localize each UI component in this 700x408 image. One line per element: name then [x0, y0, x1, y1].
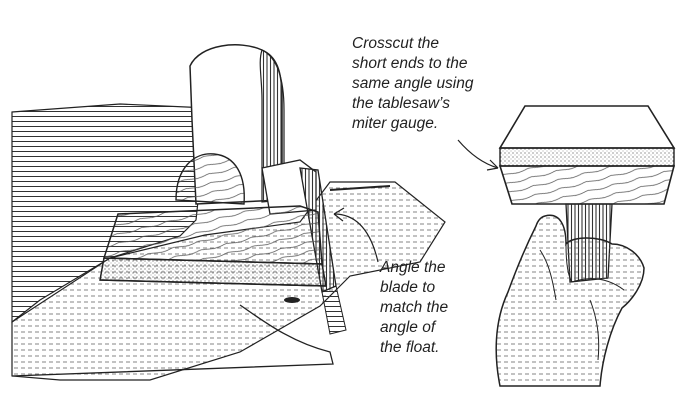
- miter-gauge-post: [321, 285, 347, 335]
- hand: [495, 214, 645, 387]
- arrowhead-blade: [333, 207, 345, 222]
- saw-blade: [175, 153, 245, 205]
- float-block-pad: [499, 147, 675, 167]
- float-block-body: [498, 165, 676, 205]
- hand-scene: [495, 105, 676, 387]
- arrowhead-block: [486, 159, 499, 171]
- hand-finger-creases: [539, 243, 625, 361]
- caption-crosscut: Crosscut the short ends to the same angl…: [352, 35, 474, 132]
- leader-arrow-blade: [333, 213, 379, 263]
- caption-angle-blade: Angle the blade to match the angle of th…: [380, 259, 449, 356]
- leader-arrow-block: [457, 139, 499, 169]
- tablesaw-scene: [11, 44, 446, 381]
- table-knob: [284, 297, 300, 303]
- miter-slot: [329, 185, 391, 191]
- table-front-edge: [11, 304, 334, 377]
- float-board-top: [102, 205, 323, 265]
- float-board-bottom: [99, 279, 327, 287]
